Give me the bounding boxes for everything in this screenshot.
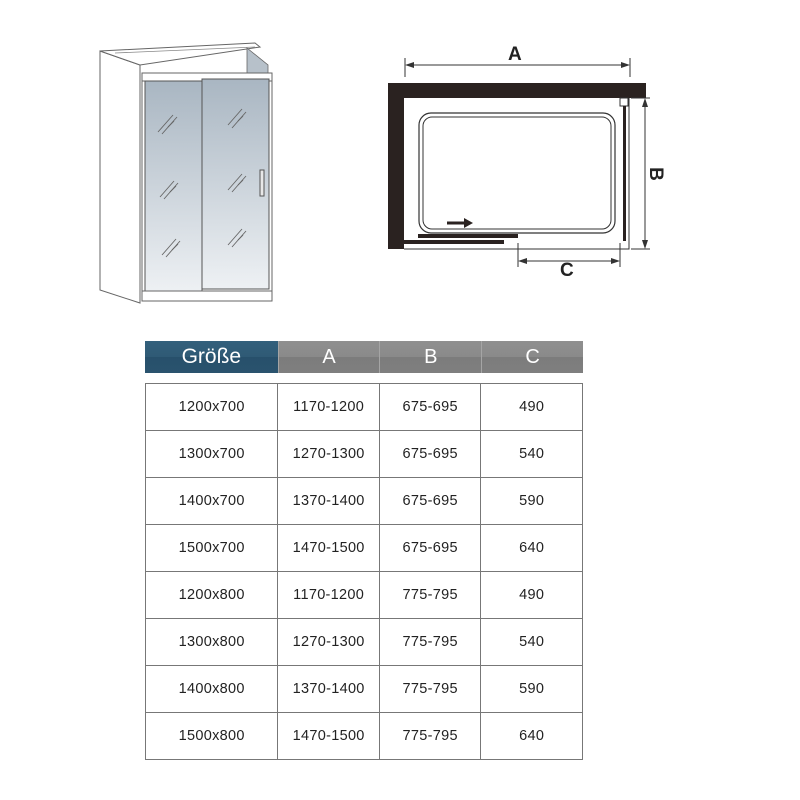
cell-size: 1500x800 (146, 713, 279, 759)
dimension-label-b: B (644, 167, 666, 181)
header-b: B (379, 341, 482, 373)
cell-c: 490 (519, 587, 545, 603)
dimension-label-a: A (508, 44, 522, 65)
cell-c: 640 (519, 728, 545, 744)
table-row: 1500x700 1470-1500 675-695 640 (146, 525, 582, 572)
cell-c: 640 (519, 540, 545, 556)
header-size: Größe (145, 341, 278, 373)
cell-b: 775-795 (380, 666, 482, 712)
cell-b: 675-695 (380, 431, 482, 477)
cell-a: 1170-1200 (278, 384, 380, 430)
cell-b: 675-695 (380, 478, 482, 524)
cell-c: 540 (519, 634, 545, 650)
cell-a: 1370-1400 (278, 478, 380, 524)
cell-size: 1300x800 (146, 619, 279, 665)
cell-size: 1300x700 (146, 431, 279, 477)
table-row: 1200x700 1170-1200 675-695 490 (146, 384, 582, 431)
cell-a: 1470-1500 (278, 525, 380, 571)
cell-a: 1370-1400 (278, 666, 380, 712)
cell-a: 1470-1500 (278, 713, 380, 759)
table-body: 1200x700 1170-1200 675-695 490 1300x700 … (145, 383, 583, 760)
cell-c: 540 (519, 446, 545, 462)
cell-b: 675-695 (380, 525, 482, 571)
table-row: 1500x800 1470-1500 775-795 640 (146, 713, 582, 759)
cell-b: 775-795 (380, 572, 482, 618)
table-row: 1300x800 1270-1300 775-795 540 (146, 619, 582, 666)
cell-size: 1400x700 (146, 478, 279, 524)
cell-c: 590 (519, 681, 545, 697)
table-row: 1300x700 1270-1300 675-695 540 (146, 431, 582, 478)
cell-c: 490 (519, 399, 545, 415)
cell-c: 590 (519, 493, 545, 509)
table-row: 1400x800 1370-1400 775-795 590 (146, 666, 582, 713)
cell-b: 775-795 (380, 619, 482, 665)
header-c: C (481, 341, 583, 373)
cell-size: 1400x800 (146, 666, 279, 712)
dimension-label-c: C (560, 260, 574, 281)
shower-enclosure-perspective-drawing (99, 42, 273, 304)
table-header-row: Größe A B C (145, 341, 583, 373)
cell-b: 675-695 (380, 384, 482, 430)
cell-size: 1500x700 (146, 525, 279, 571)
cell-a: 1270-1300 (278, 619, 380, 665)
cell-size: 1200x700 (146, 384, 279, 430)
cell-a: 1270-1300 (278, 431, 380, 477)
table-row: 1200x800 1170-1200 775-795 490 (146, 572, 582, 619)
table-row: 1400x700 1370-1400 675-695 590 (146, 478, 582, 525)
size-table: Größe A B C 1200x700 1170-1200 675-695 4… (145, 341, 583, 760)
shower-plan-view-drawing (388, 58, 650, 267)
cell-size: 1200x800 (146, 572, 279, 618)
header-a: A (277, 341, 380, 373)
cell-b: 775-795 (380, 713, 482, 759)
cell-a: 1170-1200 (278, 572, 380, 618)
